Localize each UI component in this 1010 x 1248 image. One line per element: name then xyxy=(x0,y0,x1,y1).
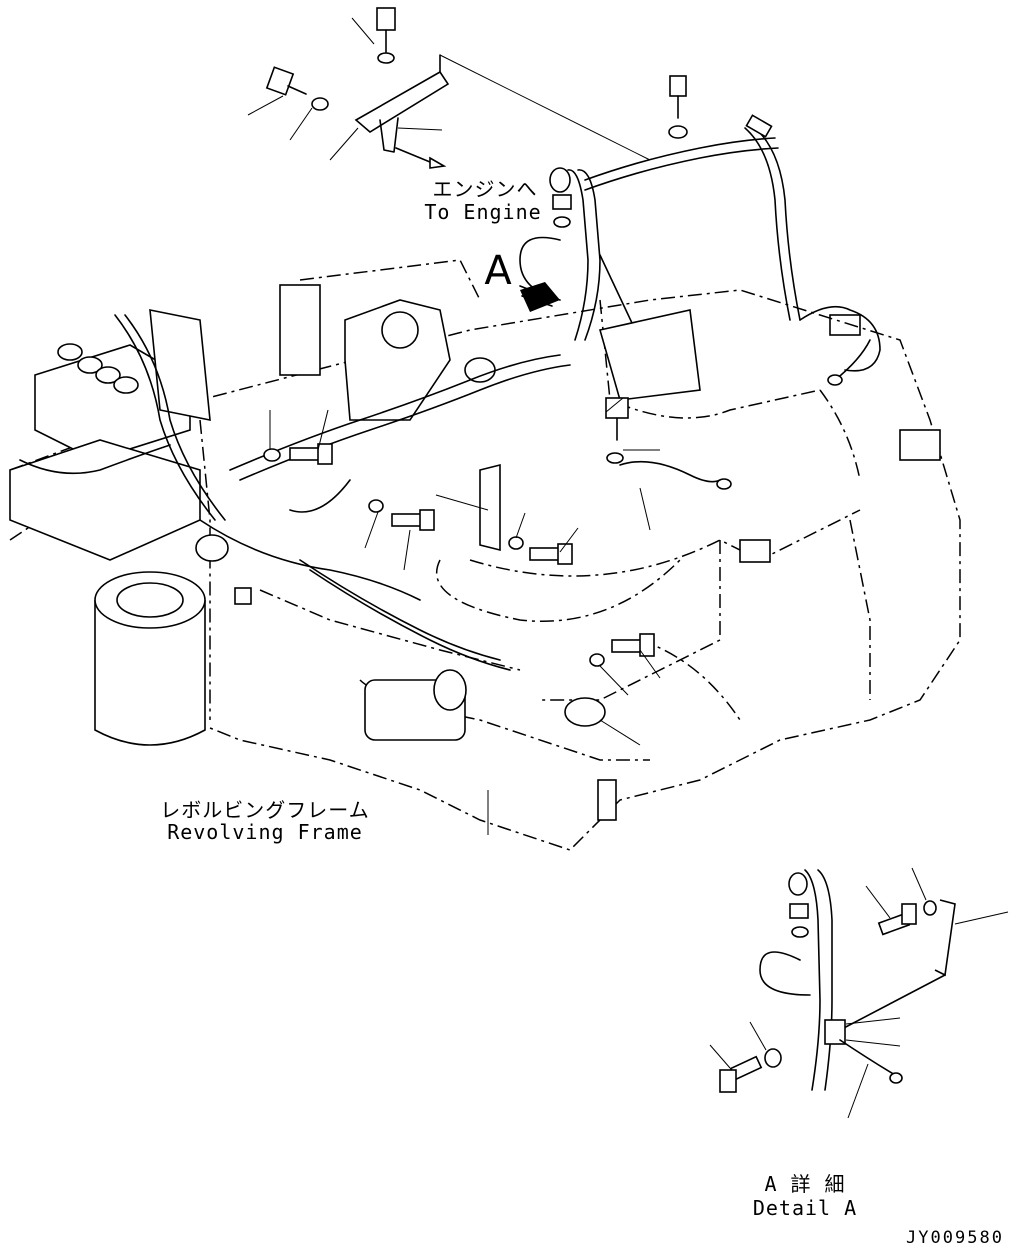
swing-cylinder xyxy=(94,571,206,746)
drawing-code: JY009580 xyxy=(906,1228,1004,1248)
top-bracket-assembly xyxy=(247,7,651,169)
battery-assembly xyxy=(9,284,321,561)
frame-label-jp: レボルビングフレーム xyxy=(160,798,370,822)
center-components xyxy=(195,299,941,821)
engine-label-en: To Engine xyxy=(424,200,542,224)
fasteners xyxy=(263,397,732,667)
leader-lines xyxy=(269,397,661,835)
view-arrow-a xyxy=(519,282,560,312)
revolving-frame-outline xyxy=(9,259,961,851)
engine-label-jp: エンジンへ xyxy=(432,177,538,201)
detail-label-en: Detail A xyxy=(752,1196,858,1220)
view-marker-a: A xyxy=(484,248,512,294)
detail-label-jp: A 詳 細 xyxy=(764,1172,846,1196)
frame-label-en: Revolving Frame xyxy=(167,820,363,844)
detail-a-assembly xyxy=(709,867,1009,1119)
